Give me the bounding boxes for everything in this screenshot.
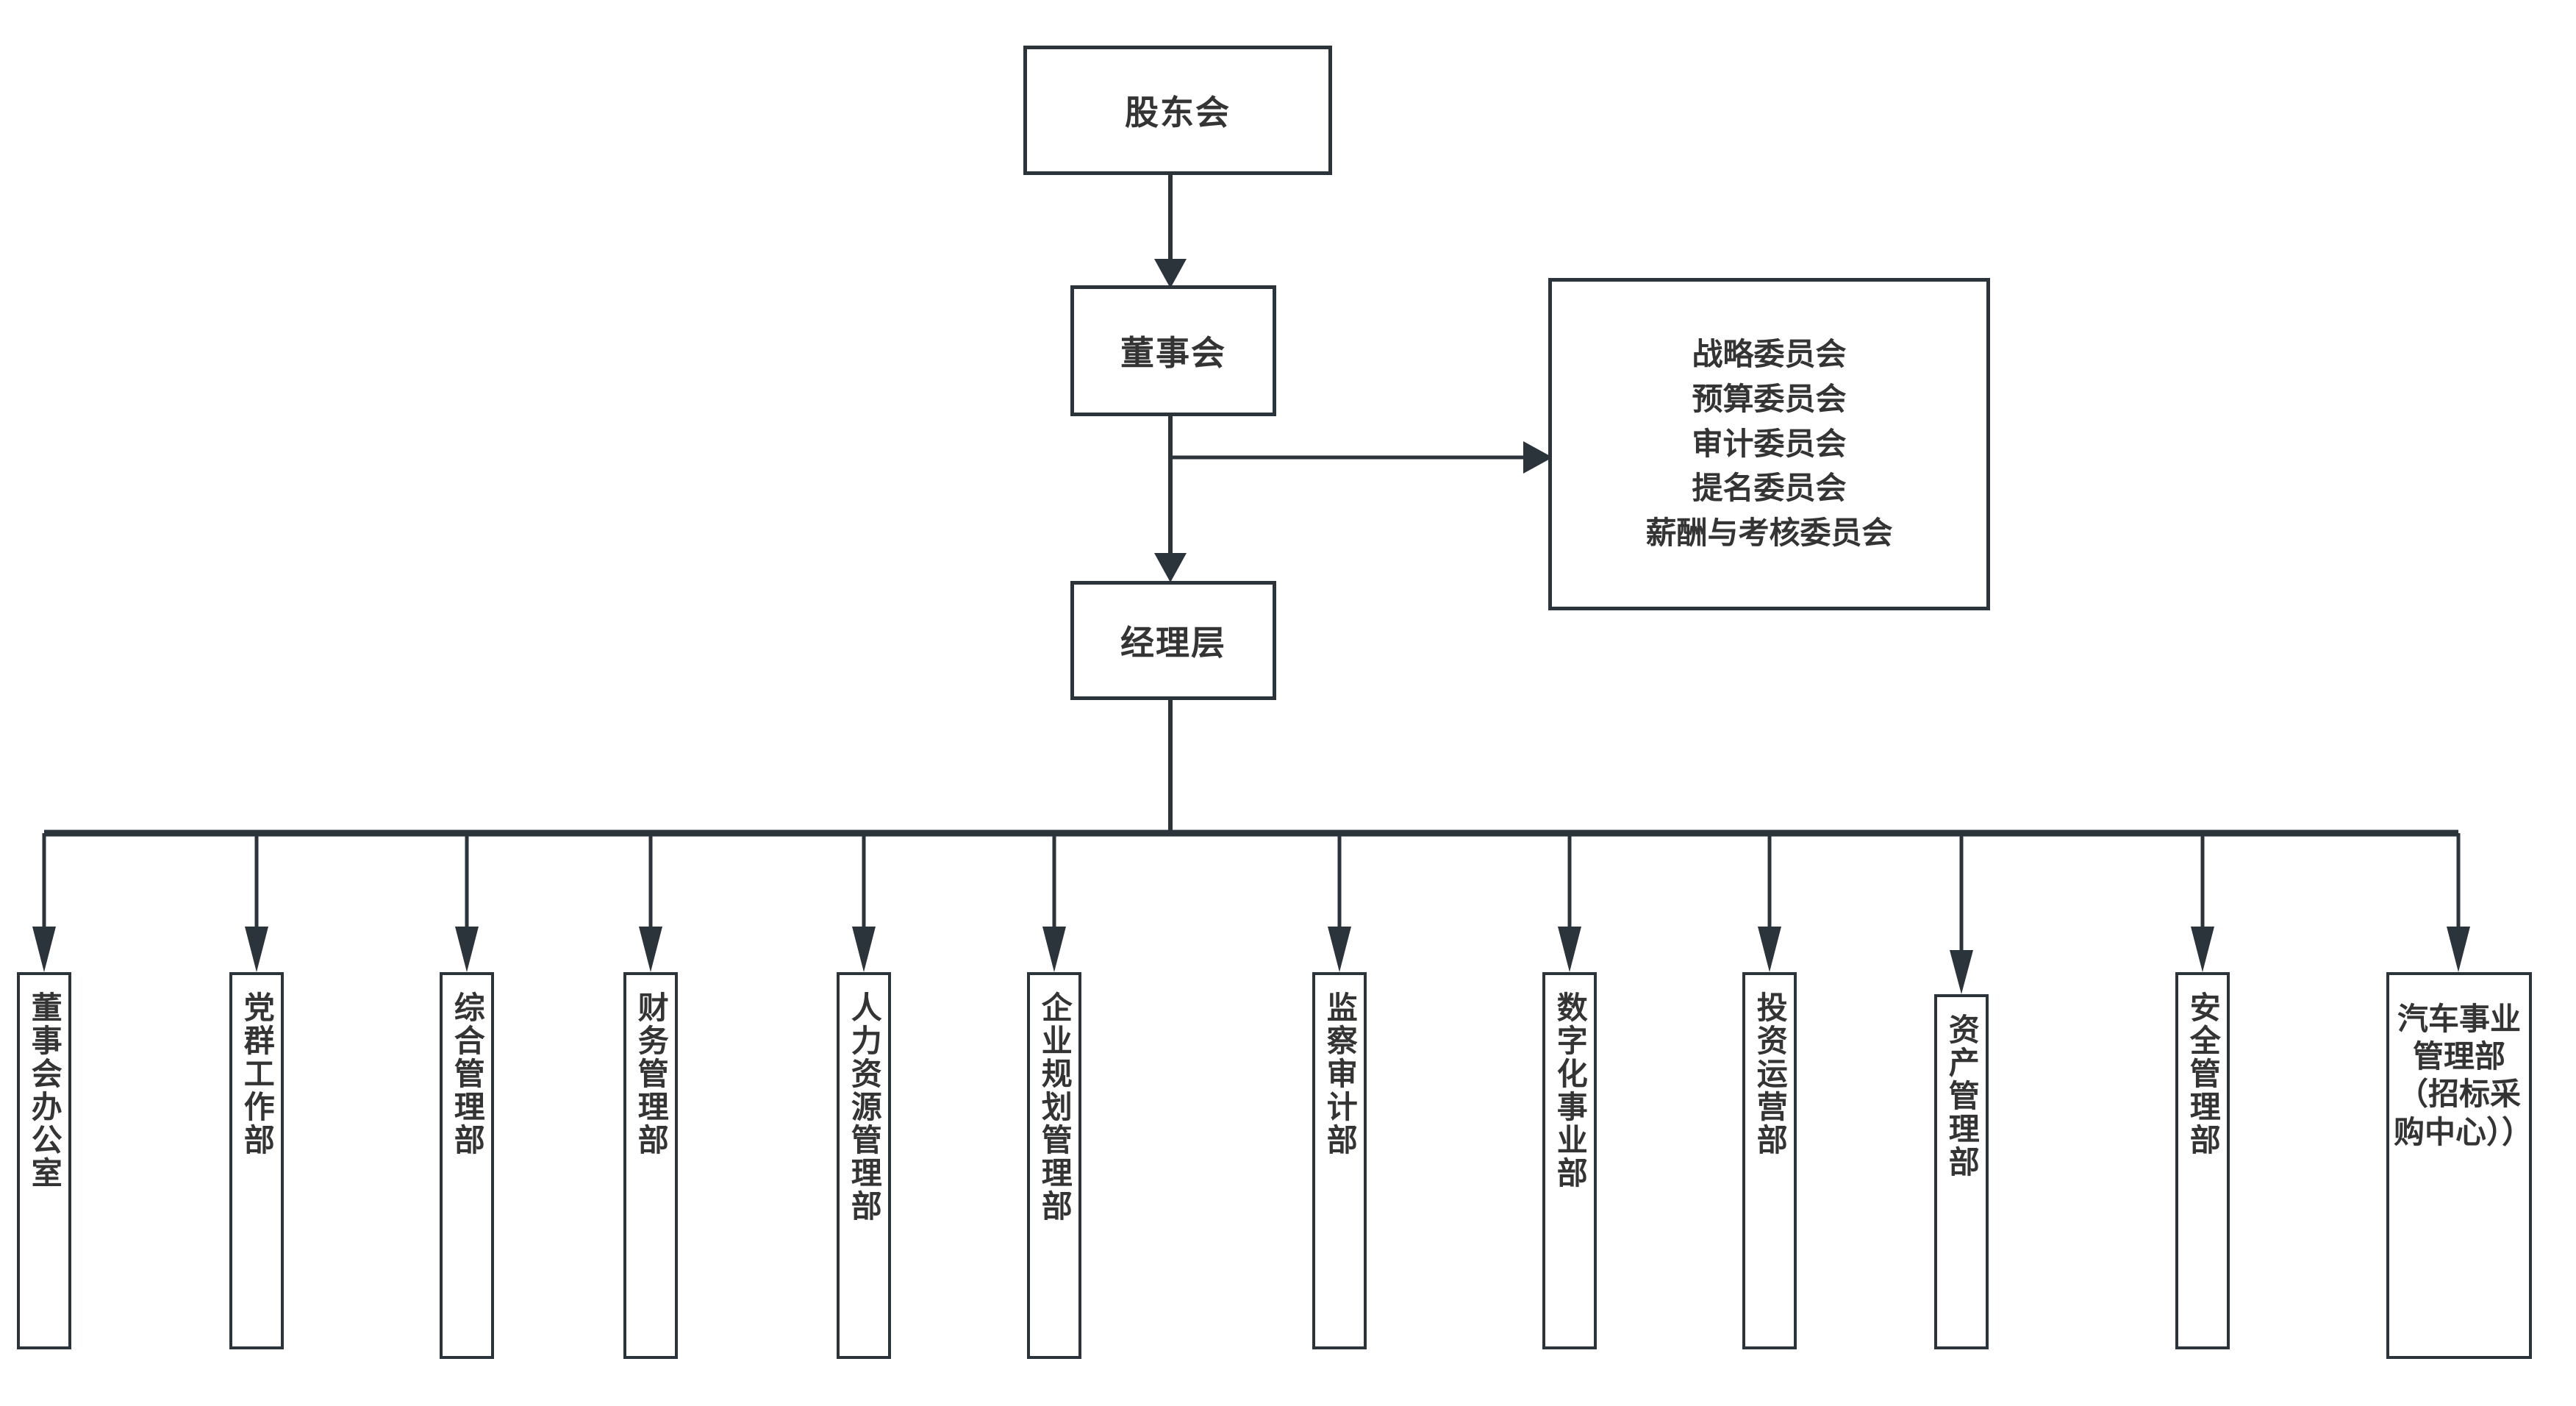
dept-box-party-and-mass-work[interactable]: 党群工作部 bbox=[229, 972, 284, 1349]
edge-board-to-committees bbox=[1170, 441, 1553, 474]
dept-box-automobile-division-and-procurement-center[interactable]: 汽车事业管理部（招标采购中心）） bbox=[2386, 972, 2533, 1359]
dept-label-party-and-mass-work: 党群工作部 bbox=[240, 991, 275, 1157]
dept-label-investment-operations: 投资运营部 bbox=[1753, 991, 1788, 1157]
dept-label-automobile-division-and-procurement-center: 汽车事业管理部（招标采购中心）） bbox=[2394, 1002, 2533, 1149]
node-management-layer[interactable]: 经理层 bbox=[1070, 581, 1276, 700]
dept-label-supervision-and-audit: 监察审计部 bbox=[1323, 991, 1358, 1157]
node-shareholders-meeting[interactable]: 股东会 bbox=[1023, 46, 1332, 175]
committee-item-nomination: 提名委员会 bbox=[1692, 471, 1847, 506]
dept-box-digitalization-division[interactable]: 数字化事业部 bbox=[1542, 972, 1597, 1349]
committee-item-audit: 审计委员会 bbox=[1692, 426, 1847, 461]
dept-label-general-administration: 综合管理部 bbox=[450, 991, 485, 1157]
dept-box-human-resources[interactable]: 人力资源管理部 bbox=[837, 972, 891, 1359]
node-board-of-directors[interactable]: 董事会 bbox=[1070, 285, 1276, 416]
node-shareholders-label: 股东会 bbox=[1125, 93, 1231, 132]
edge-shareholders-to-board bbox=[1154, 175, 1187, 288]
dept-label-safety-management: 安全管理部 bbox=[2186, 991, 2221, 1157]
dept-box-enterprise-planning[interactable]: 企业规划管理部 bbox=[1027, 972, 1081, 1359]
dept-box-supervision-and-audit[interactable]: 监察审计部 bbox=[1312, 972, 1367, 1349]
dept-box-investment-operations[interactable]: 投资运营部 bbox=[1742, 972, 1797, 1349]
edge-board-to-management bbox=[1154, 416, 1187, 582]
dept-label-board-office: 董事会办公室 bbox=[27, 991, 62, 1190]
dept-box-safety-management[interactable]: 安全管理部 bbox=[2175, 972, 2230, 1349]
dept-label-enterprise-planning: 企业规划管理部 bbox=[1037, 991, 1073, 1223]
dept-box-finance-management[interactable]: 财务管理部 bbox=[623, 972, 678, 1359]
dept-box-board-office[interactable]: 董事会办公室 bbox=[17, 972, 71, 1349]
committee-item-budget: 预算委员会 bbox=[1692, 381, 1847, 416]
committee-item-strategy: 战略委员会 bbox=[1692, 336, 1847, 371]
dept-label-human-resources: 人力资源管理部 bbox=[847, 991, 882, 1223]
dept-box-asset-management[interactable]: 资产管理部 bbox=[1934, 994, 1989, 1349]
dept-label-asset-management: 资产管理部 bbox=[1944, 1013, 1980, 1179]
dept-label-digitalization-division: 数字化事业部 bbox=[1553, 991, 1588, 1190]
edge-bus-to-departments bbox=[32, 833, 2470, 994]
dept-box-general-administration[interactable]: 综合管理部 bbox=[440, 972, 494, 1359]
dept-label-finance-management: 财务管理部 bbox=[634, 991, 669, 1157]
node-management-label: 经理层 bbox=[1120, 624, 1226, 662]
node-board-label: 董事会 bbox=[1120, 334, 1226, 372]
node-committees-group[interactable]: 战略委员会 预算委员会 审计委员会 提名委员会 薪酬与考核委员会 bbox=[1548, 278, 1990, 610]
committee-item-compensation-and-appraisal: 薪酬与考核委员会 bbox=[1645, 515, 1893, 551]
